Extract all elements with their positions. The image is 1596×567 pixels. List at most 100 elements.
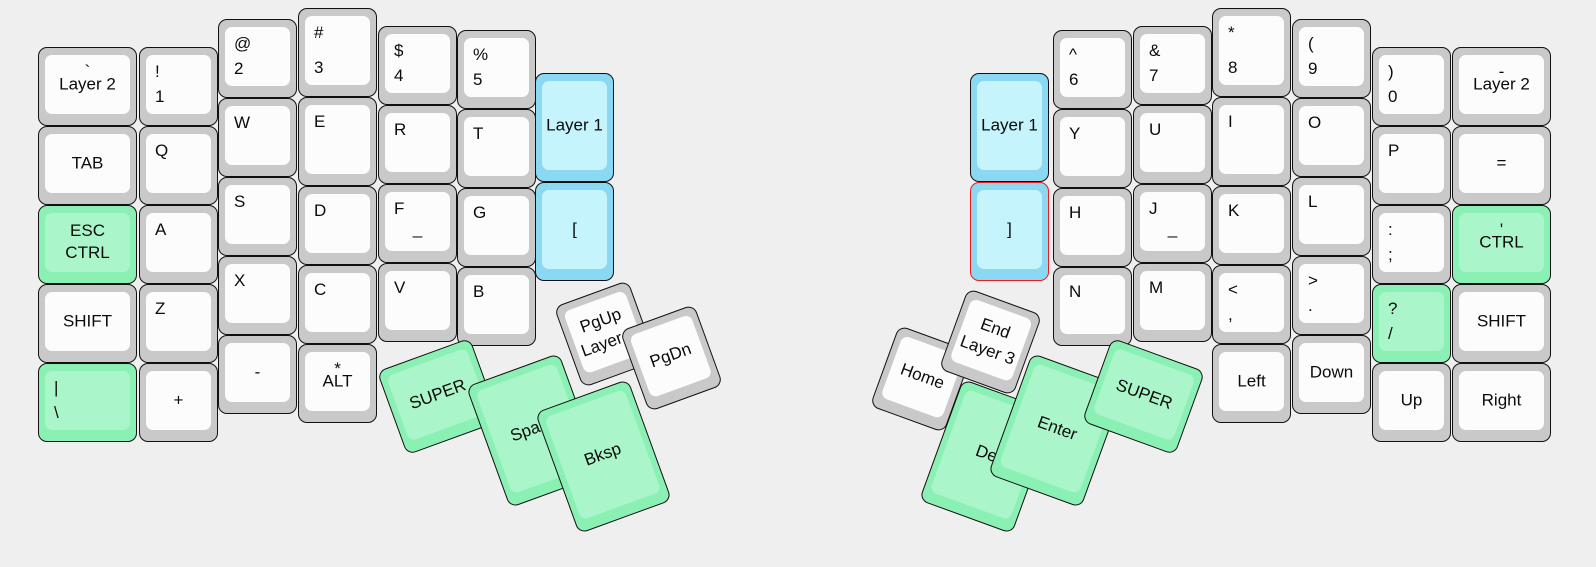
keycap: I: [1219, 105, 1284, 174]
key-legend-bottom: 2: [234, 59, 244, 78]
key-right-u[interactable]: U: [1133, 105, 1212, 184]
key-left-layer-1[interactable]: Layer 1: [535, 73, 614, 182]
keycap: :;: [1379, 213, 1444, 272]
key-right-thumb-column-1[interactable]: ]: [970, 182, 1049, 281]
key-legend-bottom: 7: [1149, 66, 1159, 85]
key-left-2[interactable]: @2: [218, 19, 297, 98]
key-legend-bottom: 9: [1308, 59, 1318, 78]
key-left-w[interactable]: W: [218, 98, 297, 177]
key-left-4[interactable]: $4: [378, 26, 457, 105]
key-right-shift[interactable]: SHIFT: [1452, 284, 1551, 363]
key-right-m[interactable]: M: [1133, 263, 1212, 342]
key-left-r[interactable]: R: [378, 105, 457, 184]
keycap: V: [385, 271, 450, 330]
keycap: !1: [146, 55, 211, 114]
key-right-p[interactable]: P: [1372, 126, 1451, 205]
key-left-z[interactable]: Z: [139, 284, 218, 363]
key-legend-top: `: [84, 62, 91, 81]
key-legend-bottom: /: [1388, 324, 1393, 343]
key-left-1[interactable]: !1: [139, 47, 218, 126]
keycap: ^6: [1060, 38, 1125, 97]
key-left-layer-2[interactable]: `Layer 2: [38, 47, 137, 126]
key-left-d[interactable]: D: [298, 186, 377, 265]
keycap: @2: [225, 27, 290, 86]
key-legend-top: %: [473, 45, 489, 64]
key-right-6[interactable]: ^6: [1053, 30, 1132, 109]
key-right-k[interactable]: K: [1212, 186, 1291, 265]
keycap: R: [385, 113, 450, 172]
key-left-alt[interactable]: *ALT: [298, 344, 377, 423]
key-right-right[interactable]: Right: [1452, 363, 1551, 442]
key-left-3[interactable]: #3: [298, 8, 377, 97]
key-left-pinky-4[interactable]: +: [139, 363, 218, 442]
key-left-x[interactable]: X: [218, 256, 297, 335]
key-legend-top: A: [155, 220, 167, 239]
key-legend-bottom: \: [54, 403, 59, 422]
keycap: J_: [1140, 192, 1205, 251]
key-left-shift[interactable]: SHIFT: [38, 284, 137, 363]
keycap: <,: [1219, 273, 1284, 332]
key-left-v[interactable]: V: [378, 263, 457, 342]
keycap: M: [1140, 271, 1205, 330]
key-left-g[interactable]: G: [457, 188, 536, 267]
key-legend-top: E: [314, 112, 326, 131]
key-left-ring-4[interactable]: -: [218, 335, 297, 414]
key-right-pinky-outer-1[interactable]: =: [1452, 126, 1551, 205]
keycap: Up: [1379, 371, 1444, 430]
key-right-pinky-2[interactable]: :;: [1372, 205, 1451, 284]
key-left-t[interactable]: T: [457, 109, 536, 188]
key-right-down[interactable]: Down: [1292, 335, 1371, 414]
key-right-7[interactable]: &7: [1133, 26, 1212, 105]
key-right-pinky-3[interactable]: ?/: [1372, 284, 1451, 363]
key-legend-main: SHIFT: [62, 311, 113, 331]
key-left-tab[interactable]: TAB: [38, 126, 137, 205]
key-left-pinky-outer-4[interactable]: |\: [38, 363, 137, 442]
key-legend-main: PgDn: [647, 339, 694, 372]
key-left-q[interactable]: Q: [139, 126, 218, 205]
key-right-n[interactable]: N: [1053, 267, 1132, 346]
key-right-ctrl[interactable]: 'CTRL: [1452, 205, 1551, 284]
key-left-b[interactable]: B: [457, 267, 536, 346]
key-right-8[interactable]: *8: [1212, 8, 1291, 97]
key-left-c[interactable]: C: [298, 265, 377, 344]
key-legend-top: Q: [155, 141, 169, 160]
key-right-j[interactable]: J_: [1133, 184, 1212, 263]
key-left-e[interactable]: E: [298, 97, 377, 186]
key-legend-top: F: [394, 199, 405, 218]
key-left-5[interactable]: %5: [457, 30, 536, 109]
key-right-left[interactable]: Left: [1212, 344, 1291, 423]
key-left-s[interactable]: S: [218, 177, 297, 256]
key-legend-main: Left: [1237, 371, 1266, 391]
key-legend-top: B: [473, 282, 485, 301]
key-right-9[interactable]: (9: [1292, 19, 1371, 98]
key-right-y[interactable]: Y: [1053, 109, 1132, 188]
key-left-f[interactable]: F_: [378, 184, 457, 263]
keycap: H: [1060, 196, 1125, 255]
key-right-layer-2[interactable]: -Layer 2: [1452, 47, 1551, 126]
key-right-0[interactable]: )0: [1372, 47, 1451, 126]
key-legend-main: Right: [1481, 390, 1522, 410]
key-right-ring-3[interactable]: >.: [1292, 256, 1371, 335]
key-legend-top: H: [1069, 203, 1082, 222]
keycap: W: [225, 106, 290, 165]
key-legend-bottom: 8: [1228, 58, 1238, 77]
key-left-a[interactable]: A: [139, 205, 218, 284]
key-right-layer-1[interactable]: Layer 1: [970, 73, 1049, 182]
key-legend-top: G: [473, 203, 487, 222]
key-right-up[interactable]: Up: [1372, 363, 1451, 442]
keycap: ]: [977, 190, 1042, 269]
keycap: P: [1379, 134, 1444, 193]
keycap: Down: [1299, 343, 1364, 402]
key-right-i[interactable]: I: [1212, 97, 1291, 186]
key-legend-top: X: [234, 271, 246, 290]
key-right-middle-3[interactable]: <,: [1212, 265, 1291, 344]
key-right-l[interactable]: L: [1292, 177, 1371, 256]
key-right-h[interactable]: H: [1053, 188, 1132, 267]
key-right-o[interactable]: O: [1292, 98, 1371, 177]
key-left-thumb-column-1[interactable]: [: [535, 182, 614, 281]
key-legend-top: ): [1388, 62, 1394, 81]
key-legend-main: Layer 2: [1473, 74, 1530, 94]
